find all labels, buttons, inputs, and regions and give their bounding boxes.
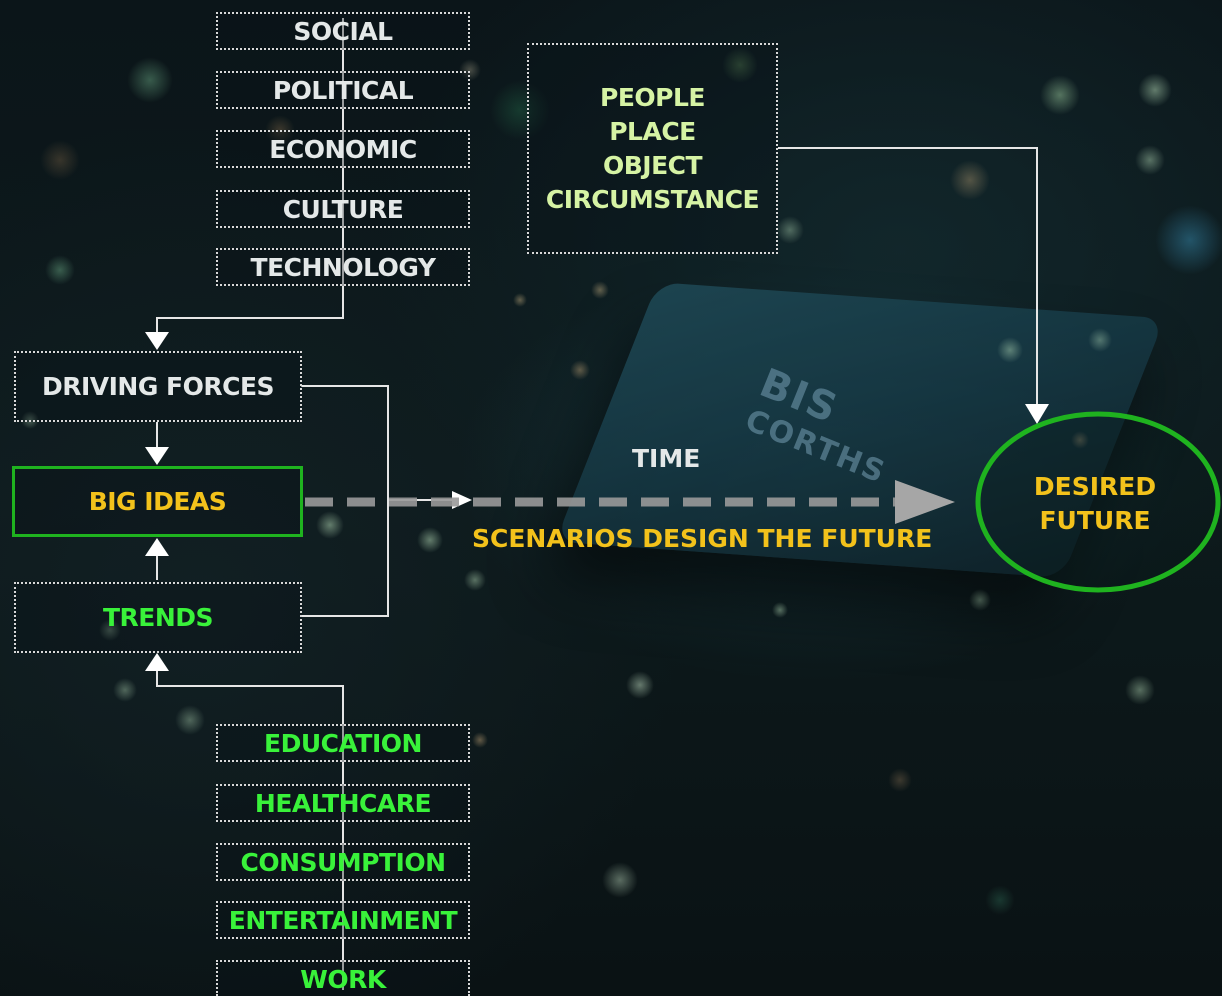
bokeh-light — [570, 360, 590, 380]
bokeh-light — [1040, 75, 1080, 115]
bokeh-light — [127, 57, 173, 103]
bokeh-light — [1135, 145, 1165, 175]
bokeh-light — [950, 160, 990, 200]
desired-future-label: DESIRED FUTURE — [1033, 472, 1157, 535]
top-factors-connector — [156, 18, 344, 336]
bokeh-light — [1125, 675, 1155, 705]
bokeh-light — [175, 705, 205, 735]
bokeh-light — [490, 80, 550, 140]
scenarios-label: SCENARIOS DESIGN THE FUTURE — [472, 524, 933, 553]
factor-box-economic: ECONOMIC — [216, 130, 470, 168]
bokeh-light — [888, 768, 912, 792]
trends-box: TRENDS — [14, 582, 302, 653]
arrow-to-driving-forces — [145, 332, 169, 350]
bokeh-light — [316, 511, 344, 539]
arrow-to-desired-future — [1025, 404, 1049, 424]
bokeh-light — [472, 732, 488, 748]
bokeh-light — [772, 602, 788, 618]
bokeh-light — [626, 671, 654, 699]
time-label: TIME — [632, 444, 701, 473]
bokeh-light — [1088, 328, 1112, 352]
bokeh-light — [602, 862, 638, 898]
bokeh-light — [113, 678, 137, 702]
desired-future-ellipse — [975, 411, 1221, 593]
big-ideas-box: BIG IDEAS — [12, 466, 303, 537]
factor-box-technology: TECHNOLOGY — [216, 248, 470, 286]
arrow-to-big-ideas — [145, 447, 169, 465]
time-arrow-head — [895, 480, 955, 524]
bokeh-light — [459, 59, 481, 81]
bokeh-light — [591, 281, 609, 299]
bokeh-light — [464, 569, 486, 591]
bokeh-light — [1138, 73, 1172, 107]
bokeh-light — [417, 527, 443, 553]
bokeh-light — [1155, 205, 1222, 275]
bokeh-light — [99, 619, 121, 641]
ppoc-connector — [778, 147, 1038, 406]
ppoc-box: PEOPLE PLACE OBJECT CIRCUMSTANCE — [527, 43, 778, 254]
bokeh-light — [969, 589, 991, 611]
driving-forces-box: DRIVING FORCES — [14, 351, 302, 422]
ppoc-object: OBJECT — [602, 150, 703, 180]
bokeh-light — [985, 885, 1015, 915]
factor-box-social: SOCIAL — [216, 12, 470, 50]
factor-box-education: EDUCATION — [216, 724, 470, 762]
factor-box-consumption: CONSUMPTION — [216, 843, 470, 881]
factor-box-culture: CULTURE — [216, 190, 470, 228]
arrow-trends-to-big-ideas — [145, 538, 169, 556]
bokeh-light — [997, 337, 1023, 363]
factor-box-healthcare: HEALTHCARE — [216, 784, 470, 822]
factor-box-entertainment: ENTERTAINMENT — [216, 901, 470, 939]
ppoc-place: PLACE — [609, 116, 696, 146]
bokeh-light — [1071, 431, 1089, 449]
bokeh-light — [776, 216, 804, 244]
arrow-to-trends — [145, 653, 169, 671]
bokeh-light — [40, 140, 80, 180]
bokeh-light — [722, 47, 758, 83]
bottom-factors-connector — [156, 668, 344, 990]
bokeh-light — [45, 255, 75, 285]
ppoc-people: PEOPLE — [600, 82, 705, 112]
bokeh-light — [513, 293, 527, 307]
factor-box-political: POLITICAL — [216, 71, 470, 109]
ppoc-circumstance: CIRCUMSTANCE — [545, 184, 760, 214]
factor-box-work: WORK — [216, 960, 470, 996]
